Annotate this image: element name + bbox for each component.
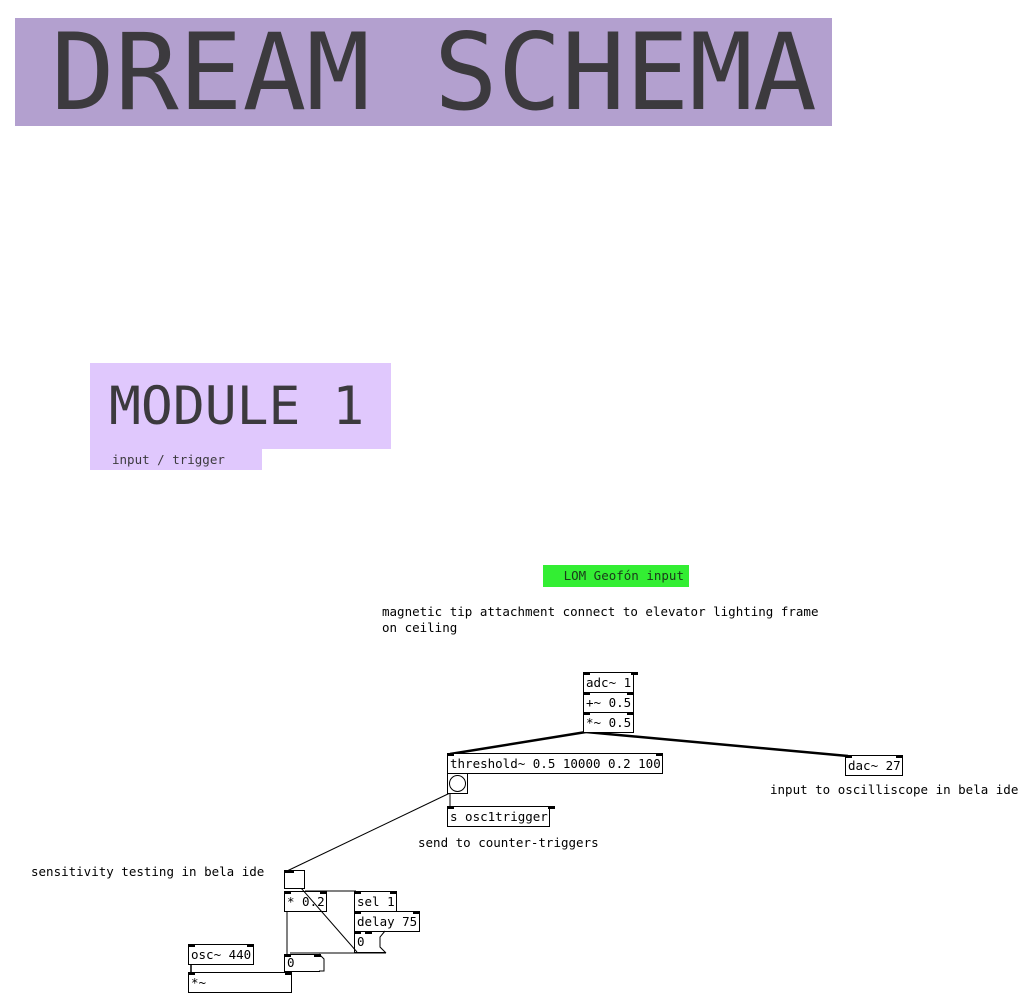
signal-cord [449,730,587,756]
comment-sensitivity: sensitivity testing in bela ide [31,864,265,879]
geofon-label-text: LOM Geofón input [563,568,684,583]
bang-circle-icon [449,775,466,792]
geofon-label[interactable]: LOM Geofón input [543,565,689,587]
oscillator-object[interactable]: osc~ 440 [188,944,254,965]
threshold-object[interactable]: threshold~ 0.5 10000 0.2 100 [447,753,663,774]
patch-title: DREAM SCHEMA [51,11,817,134]
adc-object[interactable]: adc~ 1 [583,672,639,693]
comment-send: send to counter-triggers [418,835,599,850]
empty-object[interactable] [284,870,305,889]
cord [286,792,451,872]
module-banner: MODULE 1 [90,363,391,449]
comment-attachment-2: on ceiling [382,620,458,635]
delay-object[interactable]: delay 75 [354,911,420,932]
send-object[interactable]: s osc1trigger [447,806,555,827]
times-signal-object[interactable]: *~ 0.5 [583,712,634,733]
message-zero[interactable]: 0 [354,931,386,953]
module-subtitle: input / trigger [112,452,225,467]
number-box[interactable]: 0 [284,954,321,972]
multiply-object[interactable]: * 0.2 [284,891,327,912]
patch-title-banner: DREAM SCHEMA [15,18,832,126]
comment-attachment: magnetic tip attachment connect to eleva… [382,604,819,619]
module-subtitle-banner: input / trigger [90,449,262,470]
plus-signal-object[interactable]: +~ 0.5 [583,692,634,713]
comment-oscilloscope: input to oscilliscope in bela ide [770,782,1019,797]
signal-multiply-object[interactable]: *~ [188,972,292,993]
dac-object[interactable]: dac~ 27 [845,755,903,776]
select-object[interactable]: sel 1 [354,891,397,912]
signal-cord [585,730,849,758]
module-title: MODULE 1 [109,376,365,437]
bang-button[interactable] [447,773,468,794]
